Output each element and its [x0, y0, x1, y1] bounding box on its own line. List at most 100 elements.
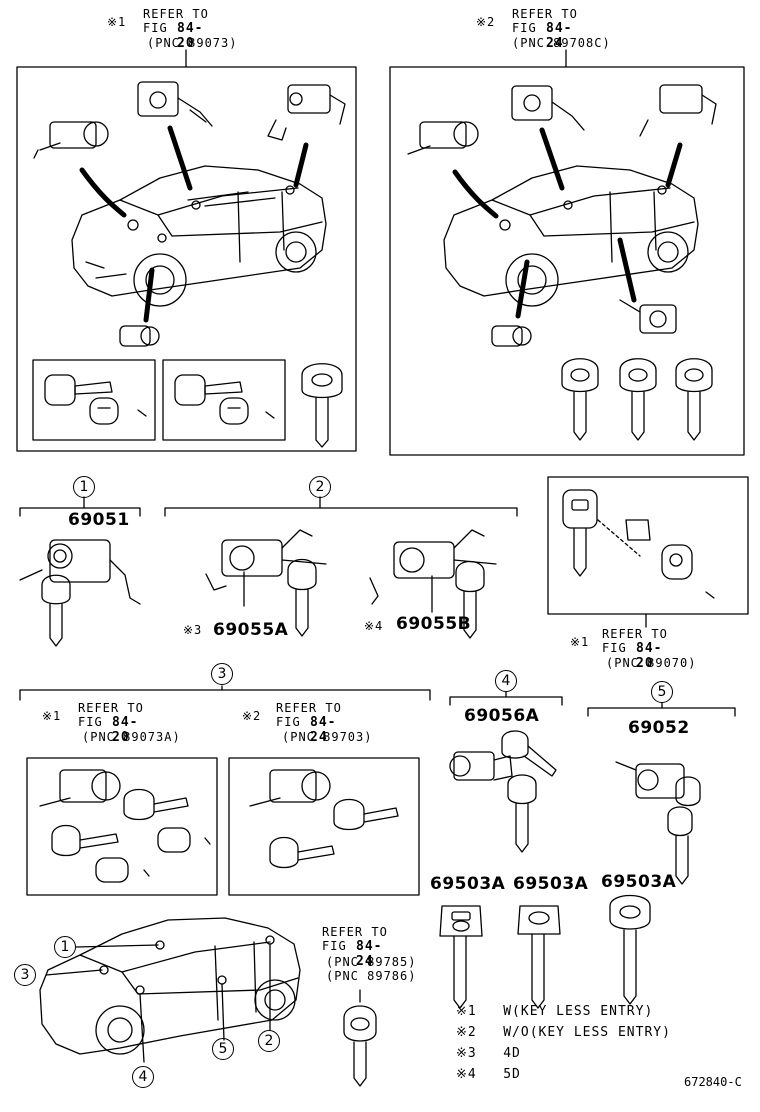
- door-lock-cylinder-right-r: [639, 84, 717, 137]
- keys-top-right: [561, 358, 713, 441]
- note-pnc: (PNC 89073): [147, 36, 238, 50]
- door-lock-cylinder-69051: [19, 539, 141, 647]
- note-pnc-2: (PNC 89786): [326, 969, 417, 983]
- callout-5: 5: [212, 1038, 234, 1060]
- legend-text: W(KEY LESS ENTRY): [503, 1004, 654, 1019]
- legend-text: W/O(KEY LESS ENTRY): [503, 1025, 671, 1040]
- part-number-69055b: 69055B: [396, 614, 472, 634]
- note-mark: ※1: [107, 15, 127, 29]
- note-refer: REFER TO: [322, 925, 388, 939]
- legend-row: ※2 W/O(KEY LESS ENTRY): [456, 1021, 671, 1042]
- transmitter-inset-box: [547, 476, 749, 628]
- note-fig: 84-24: [546, 21, 573, 51]
- note-refer: REFER TO: [143, 7, 209, 21]
- ignition-lock-assembly: [137, 81, 213, 127]
- top-right-reference-box: [389, 49, 745, 456]
- legend-text: 5D: [503, 1067, 521, 1082]
- note-fig-prefix: FIG: [78, 715, 111, 729]
- sedan-illustration: [71, 165, 327, 307]
- note-refer: REFER TO: [512, 7, 578, 21]
- note-pnc-1: (PNC 89785): [326, 955, 417, 969]
- note-pnc: (PNC 89708C): [512, 36, 611, 50]
- ignition-cylinder-set-wo: [249, 769, 399, 869]
- note-fig: 84-24: [356, 939, 383, 969]
- legend-mark: ※1: [456, 1004, 477, 1019]
- sedan-illustration-right: [443, 165, 699, 307]
- note-mark: ※1: [42, 709, 62, 723]
- callout-4: 4: [132, 1066, 154, 1088]
- door-lock-cylinder-left-r: [407, 121, 479, 155]
- note-fig-prefix: FIG: [602, 641, 635, 655]
- note-mark: ※2: [242, 709, 262, 723]
- note-fig-prefix: FIG: [322, 939, 355, 953]
- trunk-lock-cylinder: [119, 325, 160, 347]
- legend-row: ※3 4D: [456, 1042, 671, 1063]
- legend: ※1 W(KEY LESS ENTRY) ※2 W/O(KEY LESS ENT…: [456, 1000, 671, 1084]
- part-number-69052: 69052: [628, 718, 690, 738]
- ignition-lock-assembly-r: [511, 85, 585, 131]
- callout-3: 3: [14, 964, 36, 986]
- legend-row: ※4 5D: [456, 1063, 671, 1084]
- note-fig: 84-20: [636, 641, 663, 671]
- part-number-69051: 69051: [68, 510, 130, 530]
- group-1-bracket: [19, 496, 141, 517]
- note-pnc: (PNC 89703): [282, 730, 373, 744]
- note-pnc: (PNC 89073A): [82, 730, 181, 744]
- legend-text: 4D: [503, 1046, 521, 1061]
- note-fig-prefix: FIG: [276, 715, 309, 729]
- key-69503a-2: [517, 905, 561, 1009]
- group-number-3: 3: [211, 663, 233, 685]
- callout-2: 2: [258, 1030, 280, 1052]
- legend-mark: ※4: [456, 1067, 477, 1082]
- note-fig: 84-24: [310, 715, 337, 745]
- key-and-remote-right: [174, 374, 275, 425]
- back-door-lock: [619, 299, 677, 334]
- sedan-callout-illustration: [39, 917, 301, 1063]
- glove-box-lock-69056a: [449, 730, 557, 853]
- back-door-lock-69052: [615, 761, 701, 885]
- lock-assembly-69055a: [205, 529, 327, 637]
- note-fig-prefix: FIG: [512, 21, 545, 35]
- legend-mark: ※2: [456, 1025, 477, 1040]
- legend-mark: ※3: [456, 1046, 477, 1061]
- note-pnc: (PNC 89070): [606, 656, 697, 670]
- group-3-bracket: [19, 685, 431, 701]
- diagram-code: 672840-C: [684, 1075, 742, 1089]
- group-2-bracket: [164, 496, 518, 517]
- part-number-69503a-3: 69503A: [601, 872, 677, 892]
- part-number-69055a: 69055A: [213, 620, 289, 640]
- note-mark: ※2: [476, 15, 496, 29]
- group-number-4: 4: [495, 670, 517, 692]
- key-69503a-1: [439, 905, 483, 1009]
- note-refer: REFER TO: [602, 627, 668, 641]
- note-mark: ※1: [570, 635, 590, 649]
- part-number-69503a-1: 69503A: [430, 874, 506, 894]
- group-4-bracket: [449, 691, 563, 706]
- door-lock-cylinder-right: [267, 84, 346, 141]
- note-refer: REFER TO: [276, 701, 342, 715]
- group-5-bracket: [587, 702, 736, 717]
- group-number-5: 5: [651, 681, 673, 703]
- trunk-lock-cylinder-r: [491, 325, 532, 347]
- legend-row: ※1 W(KEY LESS ENTRY): [456, 1000, 671, 1021]
- callout-1: 1: [54, 936, 76, 958]
- lock-assembly-69055b: [369, 529, 497, 639]
- key-and-remote-left: [44, 374, 147, 425]
- part-mark-3: ※3: [183, 623, 203, 637]
- part-mark-4: ※4: [364, 619, 384, 633]
- ignition-cylinder-set-w: [39, 769, 211, 883]
- part-number-69056a: 69056A: [464, 706, 540, 726]
- note-fig-prefix: FIG: [143, 21, 176, 35]
- part-number-69503a-2: 69503A: [513, 874, 589, 894]
- note-fig: 84-20: [112, 715, 139, 745]
- group-number-2: 2: [309, 476, 331, 498]
- key-69503a-3: [609, 894, 651, 1005]
- note-fig: 84-20: [177, 21, 204, 51]
- key-refer-84-24: [343, 989, 377, 1087]
- master-key-top-left: [301, 363, 343, 448]
- top-left-reference-box: [16, 49, 357, 452]
- note-refer: REFER TO: [78, 701, 144, 715]
- group-number-1: 1: [73, 476, 95, 498]
- door-lock-cylinder-left: [33, 121, 109, 159]
